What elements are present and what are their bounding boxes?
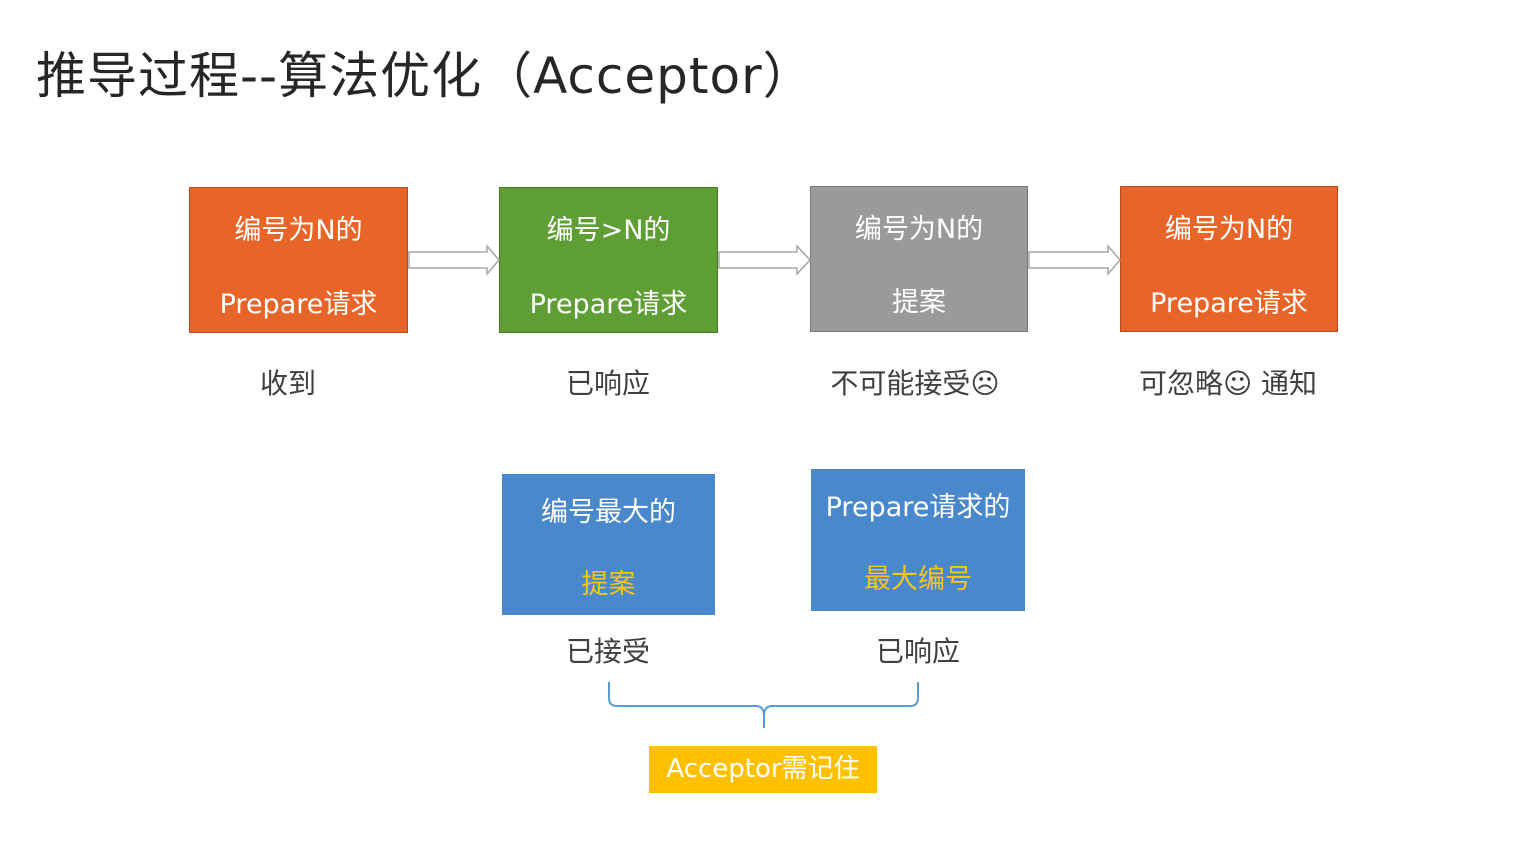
hollow-arrow-right-icon — [1028, 243, 1121, 277]
box-line2: Prepare请求 — [219, 289, 378, 320]
hollow-arrow-right-icon — [408, 243, 500, 277]
caption-received: 收到 — [259, 367, 316, 400]
box-line1: Prepare请求的 — [825, 492, 1011, 523]
box-line2: Prepare请求 — [529, 289, 688, 320]
box-line1: 编号>N的 — [546, 215, 671, 246]
caption-can-ignore-notify: 可忽略☺ 通知 — [1138, 367, 1318, 400]
caption-accepted: 已接受 — [565, 635, 650, 668]
box-max-prepare-number: Prepare请求的 最大编号 — [811, 469, 1025, 611]
page-title: 推导过程--算法优化（Acceptor） — [36, 47, 814, 105]
box-line2: 提案 — [892, 287, 946, 318]
curly-brace-icon — [608, 682, 919, 728]
caption-responded: 已响应 — [565, 367, 650, 400]
acceptor-must-remember-note: Acceptor需记住 — [649, 746, 877, 793]
box-max-accepted-proposal: 编号最大的 提案 — [502, 474, 715, 615]
caption-cannot-accept: 不可能接受☹ — [830, 367, 1000, 400]
box-line2: 提案 — [581, 569, 636, 600]
box-line1: 编号为N的 — [234, 215, 363, 246]
box-line1: 编号为N的 — [1164, 214, 1294, 245]
hollow-arrow-right-icon — [718, 244, 812, 276]
box-line1: 编号为N的 — [854, 214, 984, 245]
box-line2: Prepare请求 — [1150, 288, 1308, 319]
box-line2: 最大编号 — [864, 564, 972, 595]
box-prepare-request-n-ignore: 编号为N的 Prepare请求 — [1120, 186, 1338, 332]
box-prepare-request-n: 编号为N的 Prepare请求 — [189, 187, 408, 333]
box-line1: 编号最大的 — [541, 497, 676, 528]
box-proposal-n: 编号为N的 提案 — [810, 186, 1028, 332]
caption-responded-2: 已响应 — [875, 635, 960, 668]
